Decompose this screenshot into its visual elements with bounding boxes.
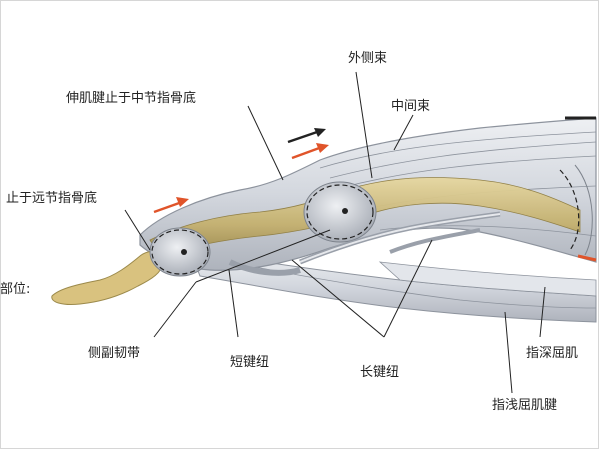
label-central-slip: 中间束 xyxy=(391,99,431,114)
leader-fdp xyxy=(539,286,546,338)
leader-fds xyxy=(504,311,513,394)
red-arrow-icon xyxy=(291,143,329,160)
label-insert-distal: 止于远节指骨底 xyxy=(6,191,98,206)
leader-central-slip xyxy=(393,114,414,151)
flexor-tendons xyxy=(189,249,597,323)
red-edge-mark xyxy=(577,254,597,262)
label-collateral-ligament: 侧副韧带 xyxy=(88,346,141,361)
leader-vinculum-longum-a xyxy=(291,259,385,338)
red-arrow-distal-icon xyxy=(153,197,189,214)
leader-extensor-insert xyxy=(247,105,284,181)
leader-vinculum-longum-b xyxy=(383,239,433,338)
label-position: 部位: xyxy=(0,282,31,297)
label-fdp: 指深屈肌 xyxy=(526,346,579,361)
joint-condyles xyxy=(149,164,593,277)
label-extensor-insert-middle: 伸肌腱止于中节指骨底 xyxy=(66,91,197,106)
leader-collateral xyxy=(153,281,197,338)
vincula xyxy=(228,211,501,276)
leader-lateral-band xyxy=(355,71,373,179)
label-fds: 指浅屈肌腱 xyxy=(492,398,558,413)
leader-collateral-2 xyxy=(195,229,331,283)
leader-vinculum-breve xyxy=(228,269,239,338)
black-arrow-icon xyxy=(287,128,326,144)
leader-lines xyxy=(124,71,546,394)
direction-arrows xyxy=(153,128,329,214)
extensor-tendon xyxy=(149,177,581,257)
label-vinculum-longum: 长键纽 xyxy=(360,365,400,380)
label-lateral-band: 外侧束 xyxy=(348,51,388,66)
distal-phalanx xyxy=(51,251,163,305)
leader-insert-distal xyxy=(124,209,151,251)
label-vinculum-breve: 短键纽 xyxy=(230,355,270,370)
